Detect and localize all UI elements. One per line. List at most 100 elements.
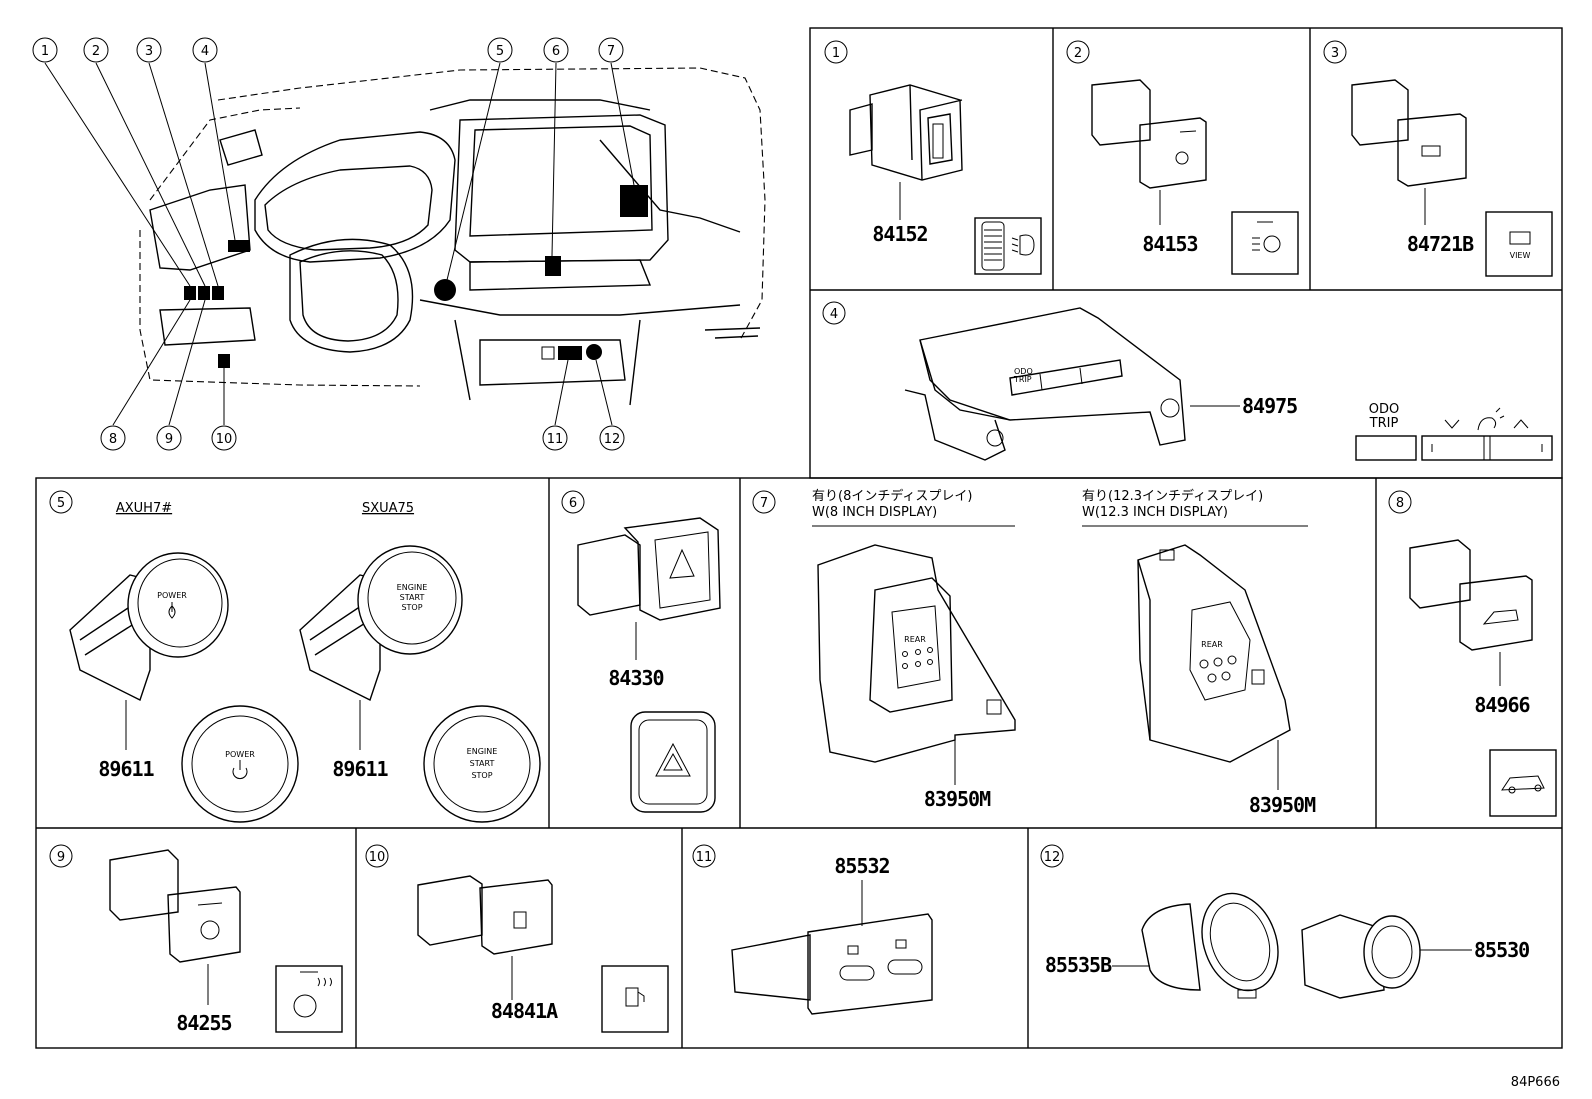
svg-text:ODO: ODO (1369, 402, 1399, 417)
svg-text:83950M: 83950M (1249, 793, 1316, 817)
panel-6: 6 84330 (561, 490, 721, 813)
panel-2: 2 84153 (1066, 40, 1299, 275)
svg-text:11: 11 (696, 850, 713, 865)
svg-text:ENGINE: ENGINE (397, 583, 428, 592)
svg-text:POWER: POWER (225, 750, 255, 759)
svg-text:有り(8インチディスプレイ): 有り(8インチディスプレイ) (812, 488, 973, 504)
fuel-door-switch (417, 875, 553, 955)
hazard-switch (577, 517, 721, 621)
panel-4: 4 ODO TRIP 84975 ODO TRIP (822, 301, 1553, 461)
svg-text:89611: 89611 (98, 757, 154, 781)
svg-text:2: 2 (92, 44, 100, 59)
svg-text:7: 7 (607, 44, 615, 59)
svg-text:W(8 INCH DISPLAY): W(8 INCH DISPLAY) (812, 505, 937, 520)
svg-text:9: 9 (165, 432, 173, 447)
svg-text:84153: 84153 (1142, 232, 1197, 256)
svg-text:84841A: 84841A (491, 999, 558, 1023)
odo-trip-icon: ODO TRIP (1355, 402, 1553, 461)
svg-text:2: 2 (1074, 46, 1082, 61)
panel-10: 10 84841A (365, 844, 669, 1033)
svg-text:ENGINE: ENGINE (467, 747, 498, 756)
engine-start-stop-switch: ENGINE START STOP (299, 545, 463, 701)
svg-text:有り(12.3インチディスプレイ): 有り(12.3インチディスプレイ) (1082, 488, 1263, 504)
svg-text:9: 9 (57, 850, 65, 865)
svg-text:TRIP: TRIP (1369, 416, 1399, 431)
callout-7: 7 (598, 37, 624, 63)
panel-8: 8 84966 (1388, 490, 1557, 817)
callout-5: 5 (487, 37, 513, 63)
svg-text:3: 3 (1331, 46, 1339, 61)
rear-seat-switch-12inch: REAR (1137, 544, 1291, 763)
view-camera-icon: VIEW (1485, 211, 1553, 277)
callout-2: 2 (83, 37, 109, 63)
heated-steering-switch (109, 849, 241, 963)
panel-3: 3 84721B VIEW (1323, 40, 1553, 277)
svg-text:85532: 85532 (834, 854, 889, 878)
svg-text:3: 3 (145, 44, 153, 59)
svg-text:1: 1 (41, 44, 49, 59)
vehicle-height-icon (1489, 749, 1557, 817)
panel-12: 12 85535B 85530 (1040, 844, 1530, 999)
auto-high-beam-switch (1091, 79, 1207, 189)
callout-9: 9 (156, 425, 182, 451)
odo-trip-switch-panel: ODO TRIP (904, 307, 1186, 461)
usb-c-charger (731, 913, 933, 1015)
svg-text:11: 11 (547, 432, 564, 447)
panel-11: 11 85532 (692, 844, 933, 1015)
callout-1: 1 (32, 37, 58, 63)
svg-text:POWER: POWER (157, 591, 187, 600)
svg-text:TRIP: TRIP (1013, 375, 1032, 384)
hazard-triangle-icon (630, 711, 716, 813)
svg-text:12: 12 (604, 432, 621, 447)
auto-high-beam-icon (1231, 211, 1299, 275)
power-button-switch: POWER (69, 552, 229, 701)
callout-11: 11 (542, 425, 568, 451)
callout-12: 12 (599, 425, 625, 451)
svg-text:84152: 84152 (872, 222, 927, 246)
panel-5: 5 AXUH7# SXUA75 POWER 89611 POWER ENGINE… (49, 490, 541, 823)
svg-text:84721B: 84721B (1407, 232, 1474, 256)
power-button-icon: POWER (181, 705, 299, 823)
svg-text:W(12.3 INCH DISPLAY): W(12.3 INCH DISPLAY) (1082, 505, 1228, 520)
fuel-door-icon (601, 965, 669, 1033)
svg-text:12: 12 (1044, 850, 1061, 865)
rear-seat-switch-8inch: REAR (817, 544, 1016, 763)
panel-7: 7 有り(8インチディスプレイ) W(8 INCH DISPLAY) 有り(12… (752, 488, 1317, 817)
svg-text:SXUA75: SXUA75 (362, 501, 414, 516)
svg-text:STOP: STOP (401, 603, 422, 612)
callout-8: 8 (100, 425, 126, 451)
callout-10: 10 (211, 425, 237, 451)
svg-text:10: 10 (369, 850, 386, 865)
svg-text:8: 8 (1396, 496, 1404, 511)
svg-text:84330: 84330 (608, 666, 663, 690)
callout-4: 4 (192, 37, 218, 63)
heated-steering-icon (275, 965, 343, 1033)
svg-text:AXUH7#: AXUH7# (116, 501, 172, 516)
callout-6: 6 (543, 37, 569, 63)
svg-text:6: 6 (552, 44, 560, 59)
headlight-leveling-icon (974, 217, 1042, 275)
panel-9: 9 84255 (49, 844, 343, 1035)
svg-text:VIEW: VIEW (1510, 251, 1531, 260)
svg-text:85530: 85530 (1474, 938, 1529, 962)
overview-callouts: 1 2 3 4 5 6 7 8 9 10 11 12 (32, 37, 625, 451)
svg-text:START: START (470, 759, 495, 768)
svg-text:1: 1 (832, 46, 840, 61)
view-camera-switch (1351, 79, 1467, 187)
svg-text:89611: 89611 (332, 757, 388, 781)
engine-start-stop-icon: ENGINE START STOP (423, 705, 541, 823)
svg-text:7: 7 (760, 496, 768, 511)
headlight-leveling-switch (849, 84, 963, 181)
figure-code: 84P666 (1511, 1075, 1560, 1090)
vehicle-height-switch (1409, 539, 1533, 651)
svg-text:START: START (400, 593, 425, 602)
power-outlet (1301, 914, 1421, 999)
svg-text:STOP: STOP (471, 771, 492, 780)
svg-text:REAR: REAR (904, 635, 926, 644)
svg-text:85535B: 85535B (1045, 953, 1112, 977)
svg-text:6: 6 (569, 496, 577, 511)
svg-text:5: 5 (496, 44, 504, 59)
svg-text:5: 5 (57, 496, 65, 511)
dashboard-overview (44, 62, 766, 426)
